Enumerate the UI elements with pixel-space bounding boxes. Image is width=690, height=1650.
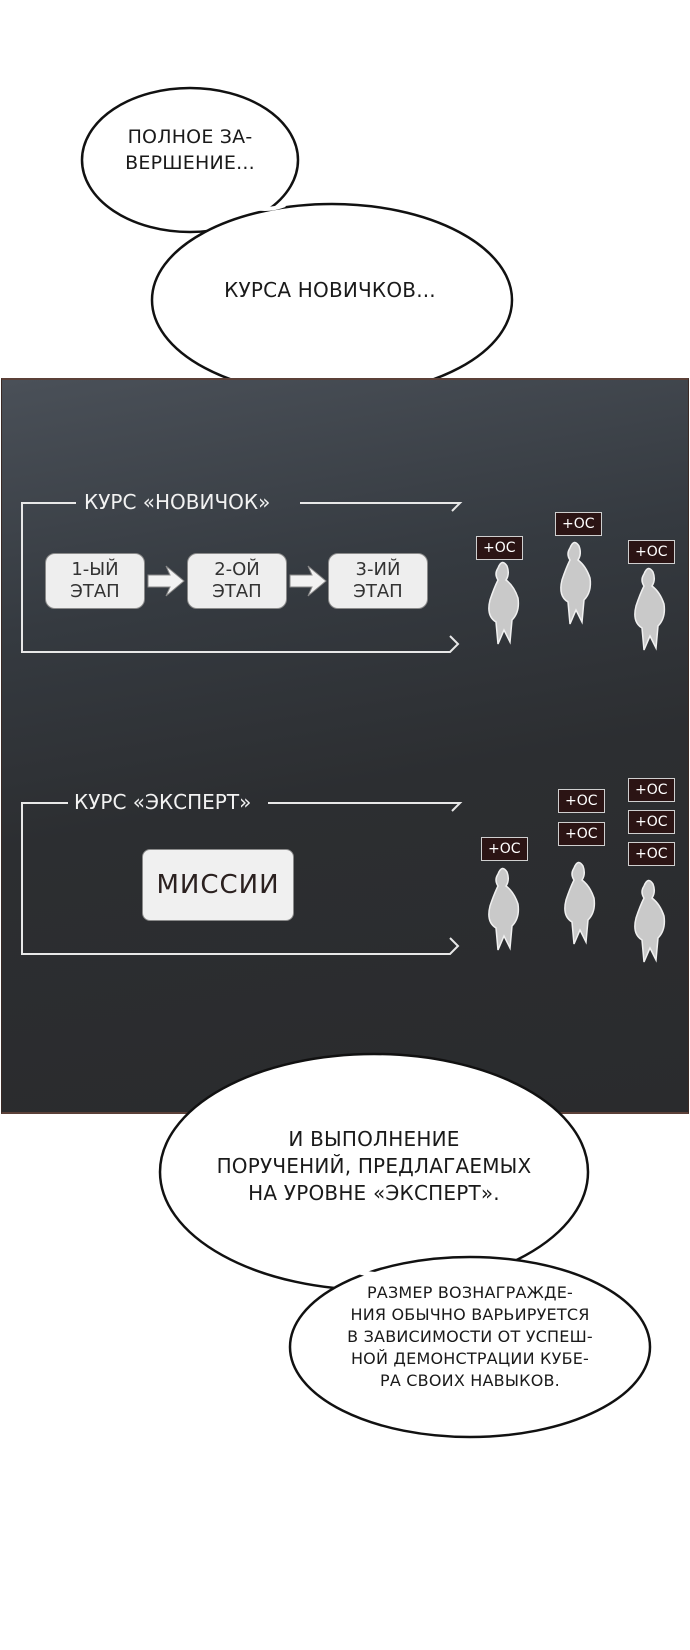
reward-badge: +ОС [481,837,528,861]
figure-novice-1 [488,561,520,645]
reward-badge: +ОС [628,842,675,866]
bubble-text-expert-assignments: И ВЫПОЛНЕНИЕ ПОРУЧЕНИЙ, ПРЕДЛАГАЕМЫХ НА … [216,1127,532,1205]
reward-badge: +ОС [555,512,602,536]
reward-badge: +ОС [628,540,675,564]
reward-badge: +ОС [558,822,605,846]
figure-novice-3 [634,567,666,651]
novice-course-bracket [21,502,463,653]
speech-bubble-small-top [80,86,300,234]
novice-stage-3: 3-ИЙ ЭТАП [328,553,428,609]
figure-expert-3 [634,879,666,963]
reward-badge: +ОС [628,778,675,802]
bubble-text-complete: ПОЛНОЕ ЗА- ВЕРШЕНИЕ... [125,126,255,174]
figure-expert-1 [488,867,520,951]
stage-arrow-2 [289,565,327,597]
missions-box: МИССИИ [142,849,294,921]
reward-badge: +ОС [628,810,675,834]
speech-bubble-small-bottom [288,1255,652,1439]
figure-novice-2 [560,541,592,625]
novice-stage-2: 2-ОЙ ЭТАП [187,553,287,609]
bubble-text-reward-size: РАЗМЕР ВОЗНАГРАЖДЕ- НИЯ ОБЫЧНО ВАРЬИРУЕТ… [347,1283,593,1390]
reward-badge: +ОС [476,536,523,560]
reward-badge: +ОС [558,789,605,813]
stage-arrow-1 [147,565,185,597]
expert-course-bracket [21,802,463,955]
bubble-text-novice-course: КУРСА НОВИЧКОВ... [224,278,436,302]
figure-expert-2 [564,861,596,945]
novice-course-title: КУРС «НОВИЧОК» [84,490,271,514]
expert-course-title: КУРС «ЭКСПЕРТ» [74,790,252,814]
novice-stage-1: 1-ЫЙ ЭТАП [45,553,145,609]
